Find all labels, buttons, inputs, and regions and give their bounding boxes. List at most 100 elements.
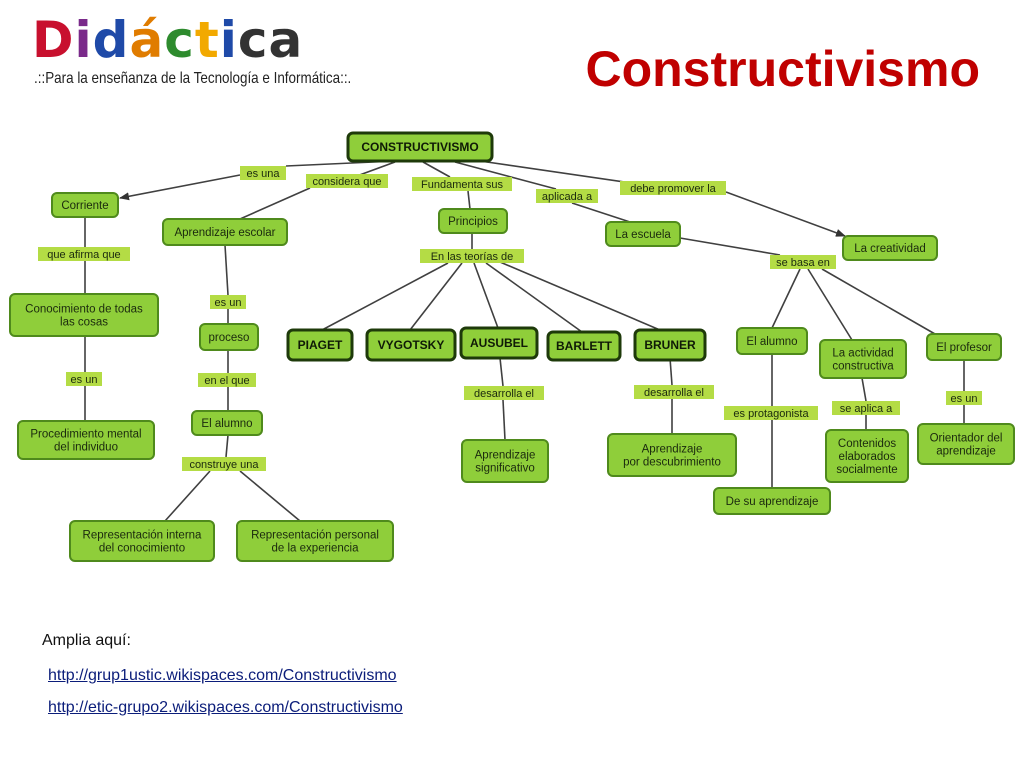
link-label-text: en el que: [204, 375, 249, 387]
link-label-fundamenta-sus: Fundamenta sus: [412, 177, 512, 191]
link-label-es-un-2: es un: [66, 372, 102, 386]
concept-node-text: Aprendizaje escolar: [174, 227, 275, 239]
link-label-text: es un: [951, 393, 978, 405]
concept-node-el-alumno-r: El alumno: [736, 327, 808, 355]
link-label-desarrolla-1: desarrolla el: [464, 386, 544, 400]
concept-node-text: BRUNER: [644, 338, 696, 352]
logo-letter: i: [74, 11, 93, 69]
concept-node-el-alumno-l: El alumno: [191, 410, 263, 436]
concept-node-text: BARLETT: [556, 339, 613, 353]
link-label-text: considera que: [312, 176, 381, 188]
concept-node-de-su-aprendizaje: De su aprendizaje: [713, 487, 831, 515]
concept-node-bruner: BRUNER: [633, 328, 707, 362]
concept-node-text: AUSUBEL: [470, 336, 528, 350]
concept-node-ausubel: AUSUBEL: [459, 326, 539, 360]
concept-node-barlett: BARLETT: [546, 330, 622, 362]
footer-caption: Amplia aquí:: [42, 632, 131, 649]
link-grup1ustic[interactable]: http://grup1ustic.wikispaces.com/Constru…: [48, 667, 397, 684]
link-label-text: En las teorías de: [431, 251, 514, 263]
concept-link: [479, 160, 639, 185]
link-label-text: es un: [71, 374, 98, 386]
logo-letter: D: [32, 11, 75, 69]
link-label-que-afirma: que afirma que: [38, 247, 130, 261]
page-title: Constructivismo: [585, 41, 980, 97]
concept-node-piaget: PIAGET: [286, 328, 354, 362]
concept-node-text: CONSTRUCTIVISMO: [361, 140, 478, 154]
link-label-se-aplica-a: se aplica a: [832, 401, 900, 415]
concept-node-text: VYGOTSKY: [378, 338, 445, 352]
logo-letter: i: [219, 11, 238, 69]
concept-node-proceso: proceso: [199, 323, 259, 351]
concept-node-la-escuela: La escuela: [605, 221, 681, 247]
link-label-debe-promover: debe promover la: [620, 181, 726, 195]
concept-link: [467, 190, 471, 210]
concept-link: [771, 268, 801, 329]
concept-node-text: El profesor: [936, 342, 992, 354]
concept-node-text: Corriente: [61, 200, 108, 212]
link-label-text: es protagonista: [733, 408, 809, 420]
concept-link: [225, 434, 229, 458]
concept-node-text: El alumno: [746, 336, 797, 348]
concept-link: [485, 262, 583, 333]
didactica-logo: Didáctica: [32, 10, 303, 70]
concept-node-profesor: El profesor: [926, 333, 1002, 361]
concept-link: [861, 377, 867, 402]
link-label-es-protagonista: es protagonista: [724, 406, 818, 420]
link-label-se-basa-en: se basa en: [770, 255, 836, 269]
link-label-considera-que: considera que: [306, 174, 388, 188]
concept-node-vygotsky: VYGOTSKY: [365, 328, 457, 362]
concept-link: [725, 191, 846, 237]
concept-link: [224, 244, 229, 296]
concept-link: [499, 261, 661, 331]
link-label-text: se basa en: [776, 257, 830, 269]
concept-link: [239, 470, 301, 522]
logo-letter: á: [129, 11, 165, 69]
concept-node-text: De su aprendizaje: [726, 496, 819, 508]
logo-letter: a: [268, 11, 304, 69]
link-label-text: debe promover la: [630, 183, 716, 195]
logo-letter: c: [164, 11, 195, 69]
concept-link: [473, 262, 499, 329]
link-etic-grupo2[interactable]: http://etic-grupo2.wikispaces.com/Constr…: [48, 699, 403, 716]
concept-node-text: La escuela: [615, 229, 671, 241]
concept-link: [454, 161, 557, 190]
link-label-text: es un: [215, 297, 242, 309]
concept-link: [239, 187, 311, 220]
link-label-text: desarrolla el: [474, 388, 534, 400]
concept-node-principios: Principios: [438, 208, 508, 234]
concept-link: [807, 268, 853, 341]
concept-link: [321, 262, 449, 331]
concept-node-corriente: Corriente: [51, 192, 119, 218]
logo-letter: t: [194, 11, 220, 69]
logo-tagline: .::Para la enseñanza de la Tecnología e …: [34, 70, 352, 87]
link-label-text: desarrolla el: [644, 387, 704, 399]
concept-node-constructivismo: CONSTRUCTIVISMO: [346, 131, 494, 163]
concept-link: [422, 161, 451, 178]
concept-node-text: PIAGET: [298, 338, 343, 352]
concept-link: [409, 262, 463, 331]
logo-letter: d: [92, 11, 130, 69]
concept-node-text: La creatividad: [854, 243, 926, 255]
link-label-text: es una: [246, 168, 280, 180]
concept-link: [571, 202, 631, 223]
link-label-construye-una: construye una: [182, 457, 266, 471]
logo-letter: c: [237, 11, 269, 69]
